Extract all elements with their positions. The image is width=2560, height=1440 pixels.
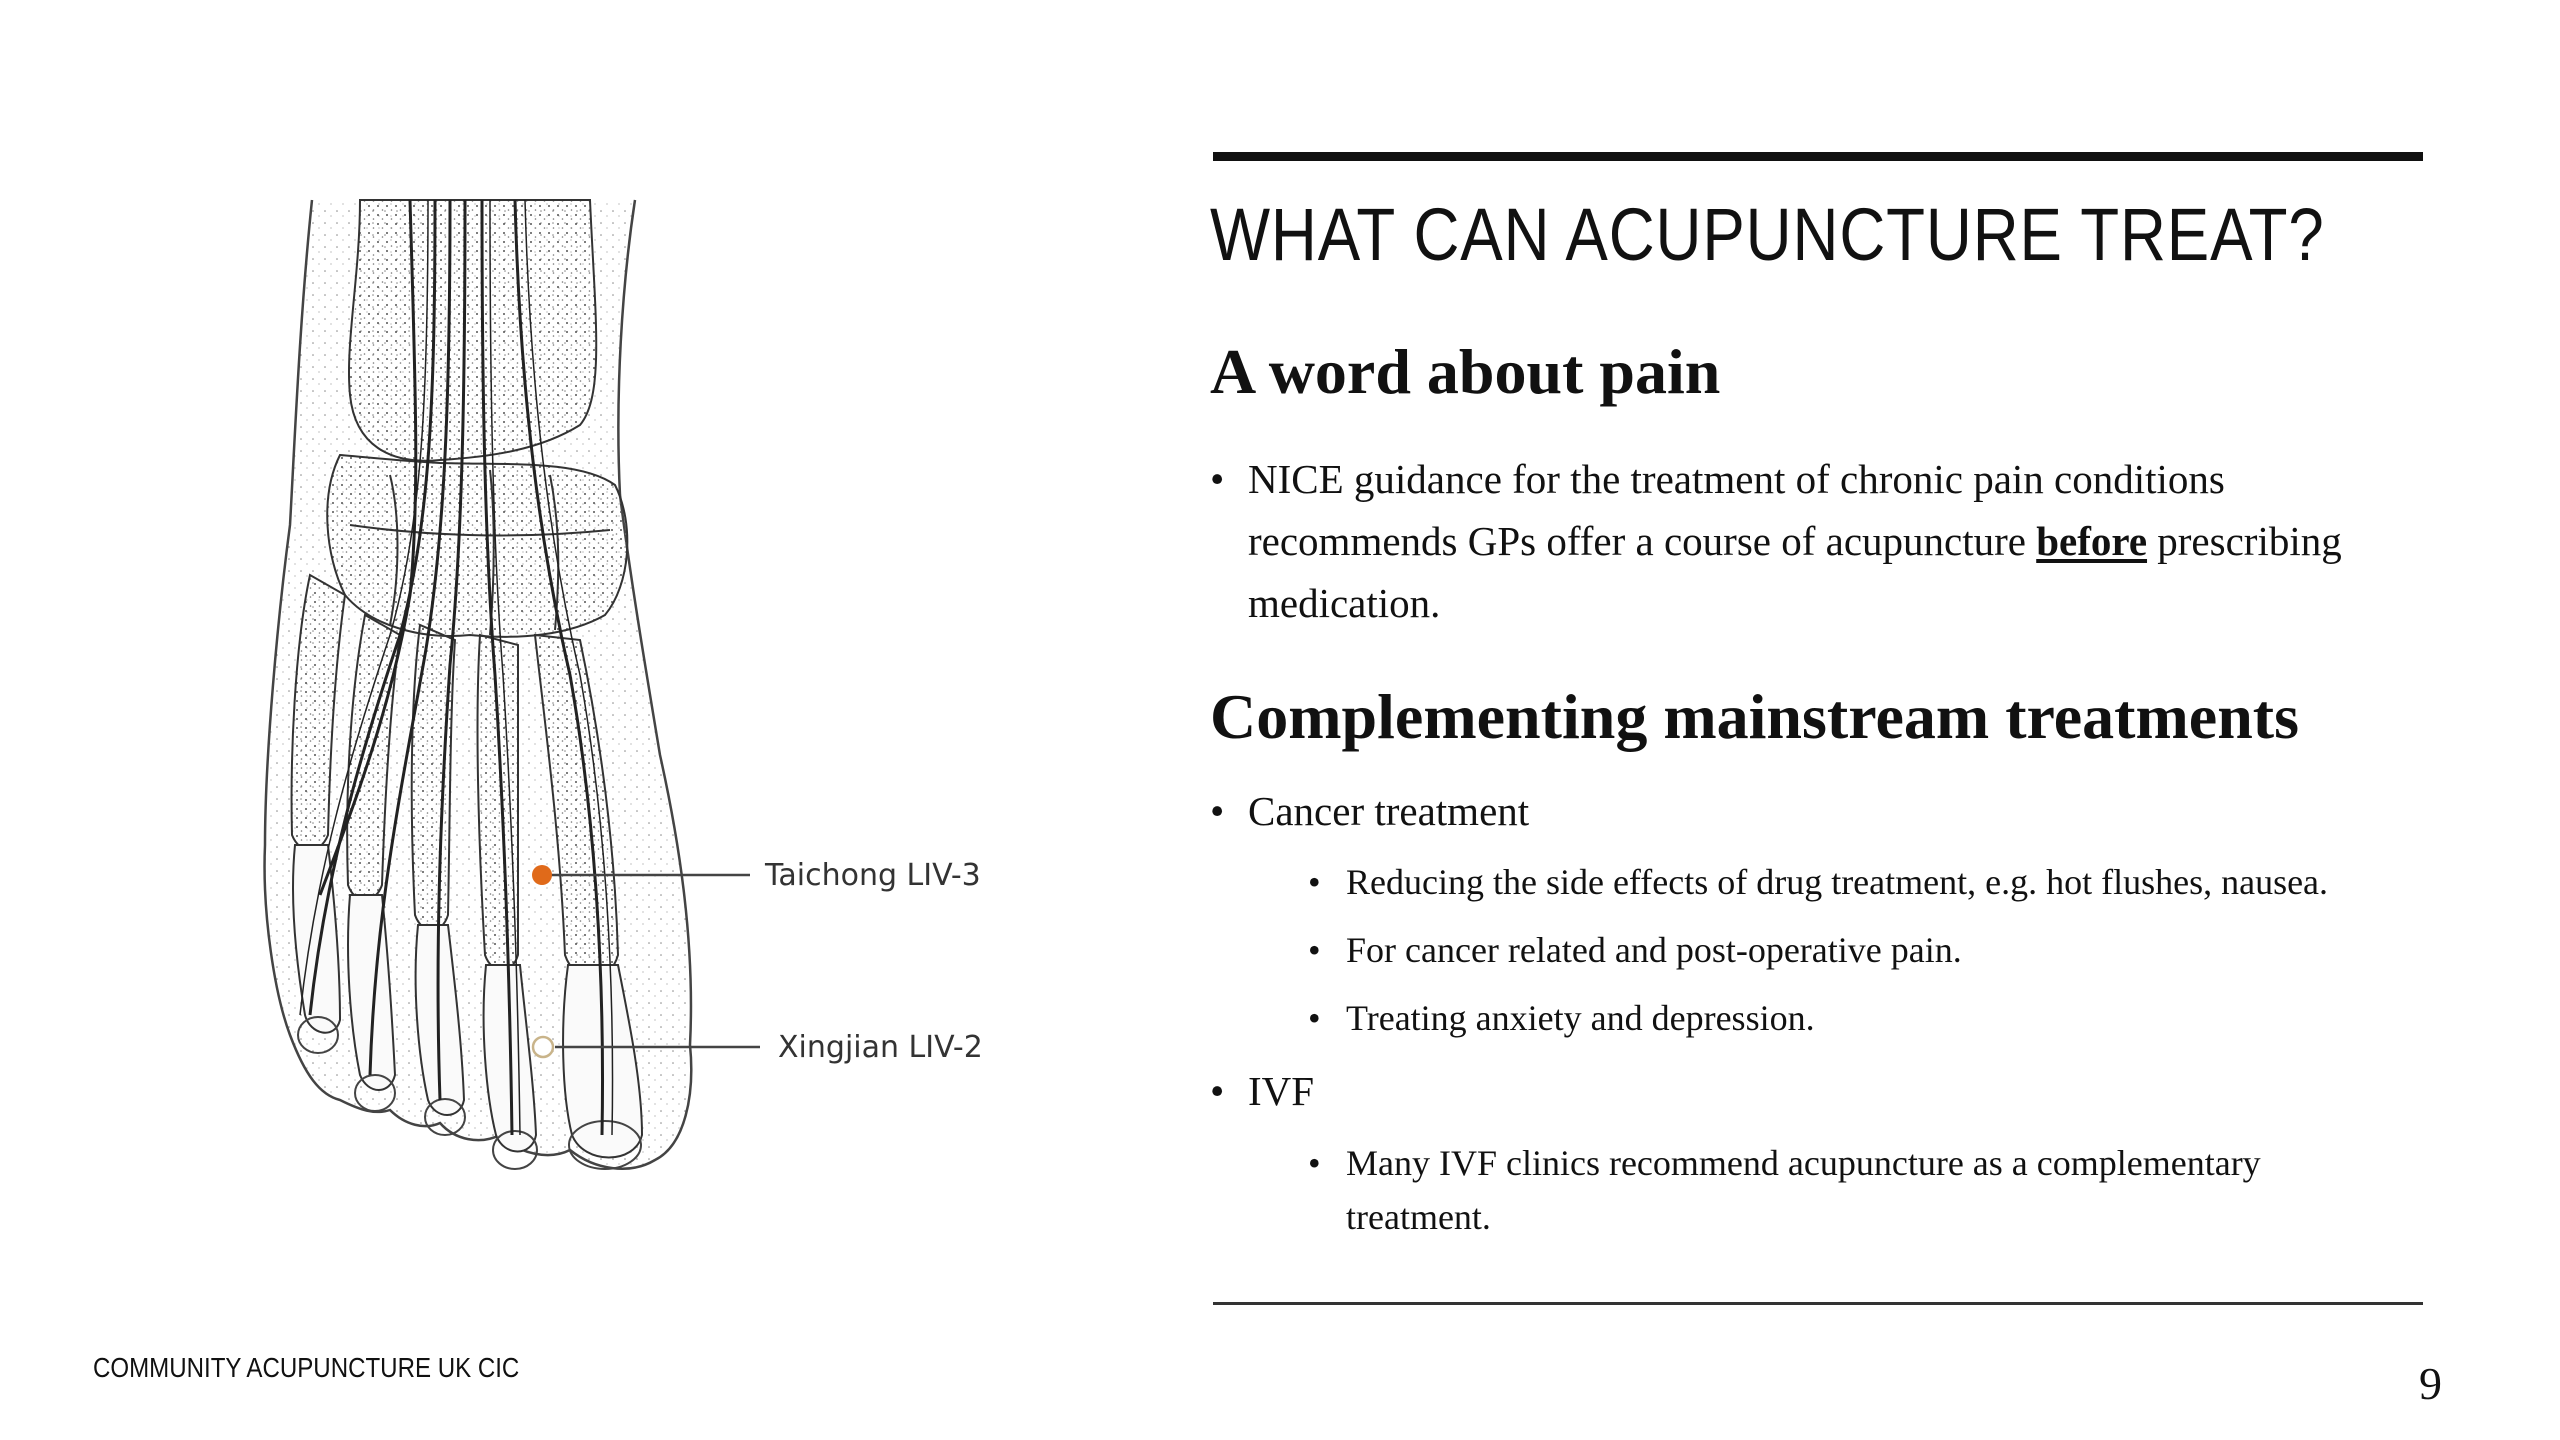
slide-title: WHAT CAN ACUPUNCTURE TREAT?	[1210, 193, 2325, 276]
footer-organization: COMMUNITY ACUPUNCTURE UK CIC	[93, 1352, 520, 1383]
pain-bullet: NICE guidance for the treatment of chron…	[1210, 448, 2398, 634]
bullet-dot: •	[1210, 1068, 1225, 1114]
foot-svg: Taichong LIV-3 Xingjian LIV-2	[263, 199, 983, 1170]
sub-item-text: Many IVF clinics recommend acupuncture a…	[1346, 1143, 2261, 1237]
sub-item: • Reducing the side effects of drug trea…	[1308, 855, 2328, 909]
tarsal-bones	[326, 453, 629, 638]
page-number: 9	[2419, 1358, 2442, 1409]
sub-item-text: Reducing the side effects of drug treatm…	[1346, 862, 2329, 902]
foot-anatomy-illustration: Taichong LIV-3 Xingjian LIV-2	[250, 195, 1030, 1275]
list-item-cancer: • Cancer treatment	[1210, 780, 1529, 842]
bullet-dot: •	[1210, 788, 1225, 834]
sub-item-text: Treating anxiety and depression.	[1346, 998, 1815, 1038]
bullet-dot: •	[1308, 1143, 1321, 1183]
top-divider	[1213, 152, 2423, 161]
list-item-label: IVF	[1248, 1068, 1315, 1114]
bullet-dot: •	[1308, 998, 1321, 1038]
xingjian-label: Xingjian LIV-2	[778, 1030, 983, 1065]
taichong-label: Taichong LIV-3	[764, 858, 981, 893]
xingjian-point-marker	[531, 1035, 555, 1059]
sub-item-text: For cancer related and post-operative pa…	[1346, 930, 1962, 970]
point-taichong: Taichong LIV-3	[532, 858, 981, 893]
tendons	[308, 199, 604, 1136]
taichong-point-marker	[532, 865, 552, 885]
sub-item: • Treating anxiety and depression.	[1308, 991, 1815, 1045]
pain-bullet-list: NICE guidance for the treatment of chron…	[1210, 448, 2450, 634]
bottom-divider	[1213, 1302, 2423, 1305]
pain-bullet-text: NICE guidance for the treatment of chron…	[1248, 456, 2225, 564]
bullet-dot: •	[1308, 862, 1321, 902]
point-xingjian: Xingjian LIV-2	[531, 1030, 983, 1065]
sub-item: • For cancer related and post-operative …	[1308, 923, 1962, 977]
list-item-label: Cancer treatment	[1248, 788, 1530, 834]
talus-bone	[347, 199, 598, 462]
pain-heading: A word about pain	[1210, 336, 1721, 407]
bullet-dot: •	[1308, 930, 1321, 970]
list-item-ivf: • IVF	[1210, 1060, 1314, 1122]
sub-item: • Many IVF clinics recommend acupuncture…	[1308, 1136, 2368, 1244]
pain-bullet-text-end: prescribing medication.	[1248, 518, 2342, 626]
before-emphasis: before	[2036, 518, 2148, 564]
complement-heading: Complementing mainstream treatments	[1210, 681, 2299, 752]
